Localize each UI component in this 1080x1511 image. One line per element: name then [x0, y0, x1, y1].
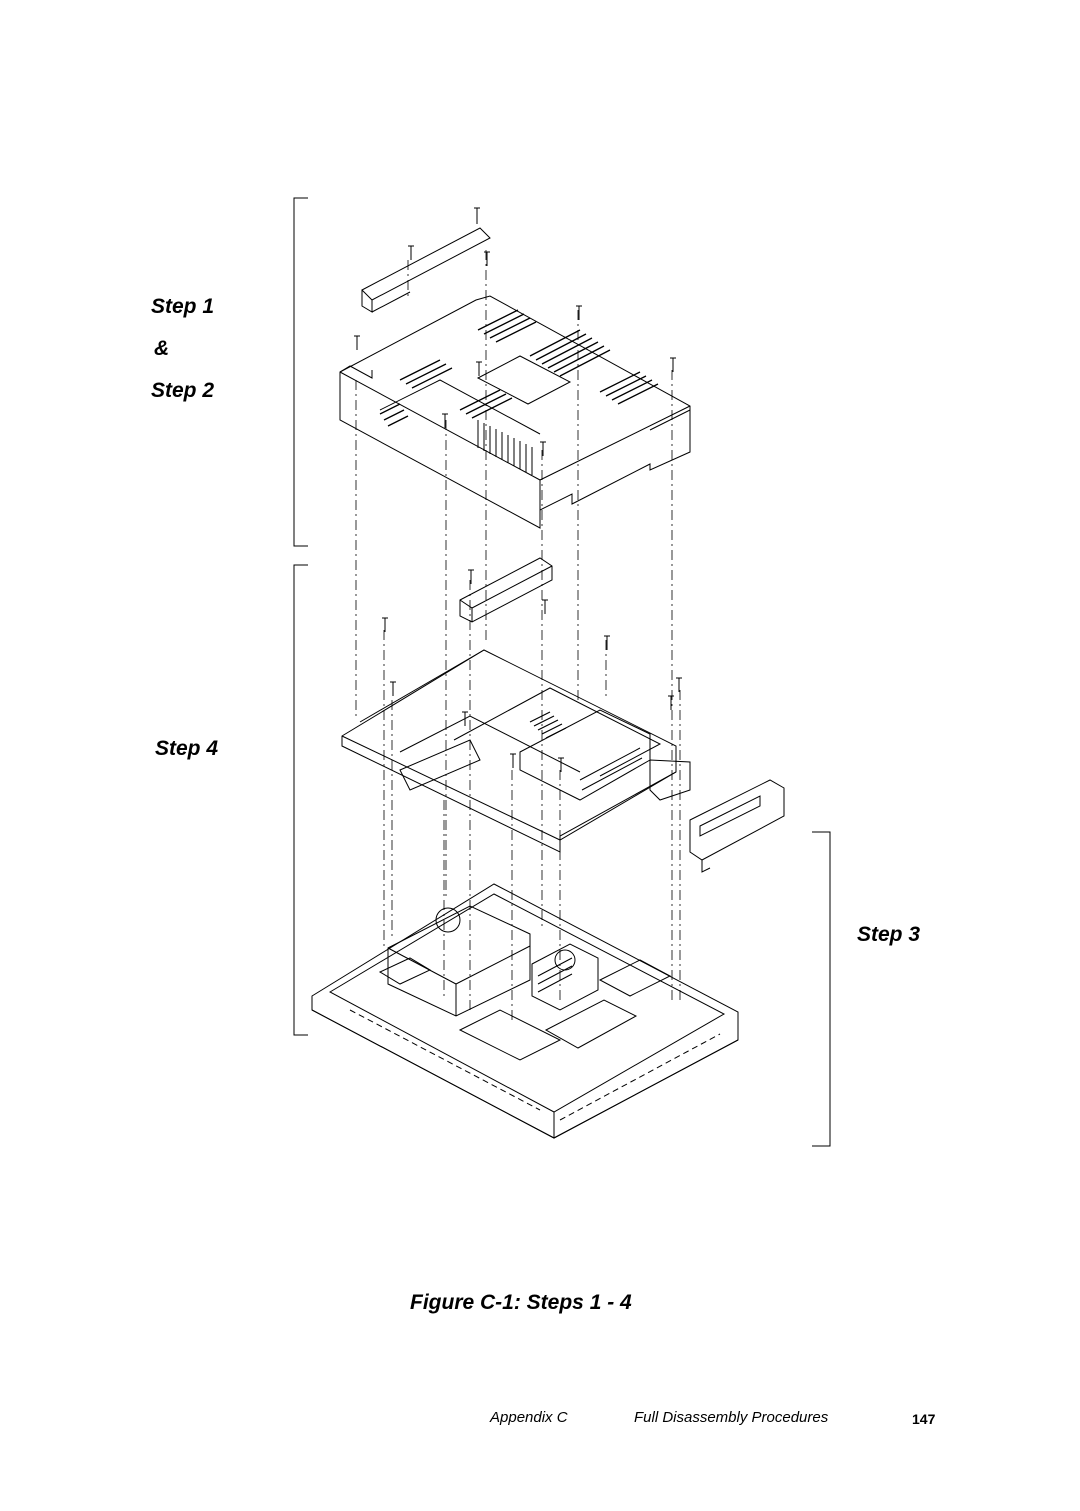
internal-chassis — [341, 649, 691, 853]
top-bracket-plate — [361, 227, 491, 313]
step-4-label: Step 4 — [155, 737, 219, 760]
step-3-label: Step 3 — [857, 923, 921, 946]
step-2-label: Step 2 — [151, 379, 215, 402]
bracket-step4 — [293, 564, 308, 1036]
ampersand-label: & — [154, 337, 170, 360]
footer-section: Appendix C — [490, 1409, 568, 1426]
screws — [354, 207, 682, 772]
bracket-step3 — [812, 831, 831, 1147]
middle-bracket-plate — [459, 557, 553, 623]
footer-title: Full Disassembly Procedures — [634, 1409, 829, 1426]
side-card-bracket — [689, 779, 785, 873]
figure-caption: Figure C-1: Steps 1 - 4 — [410, 1291, 632, 1314]
step-1-label: Step 1 — [151, 295, 215, 318]
main-panel-base — [311, 883, 739, 1139]
bracket-step1-2 — [293, 197, 308, 547]
alignment-lines — [355, 250, 681, 1020]
rear-cover — [339, 295, 691, 529]
page-number: 147 — [912, 1411, 936, 1427]
